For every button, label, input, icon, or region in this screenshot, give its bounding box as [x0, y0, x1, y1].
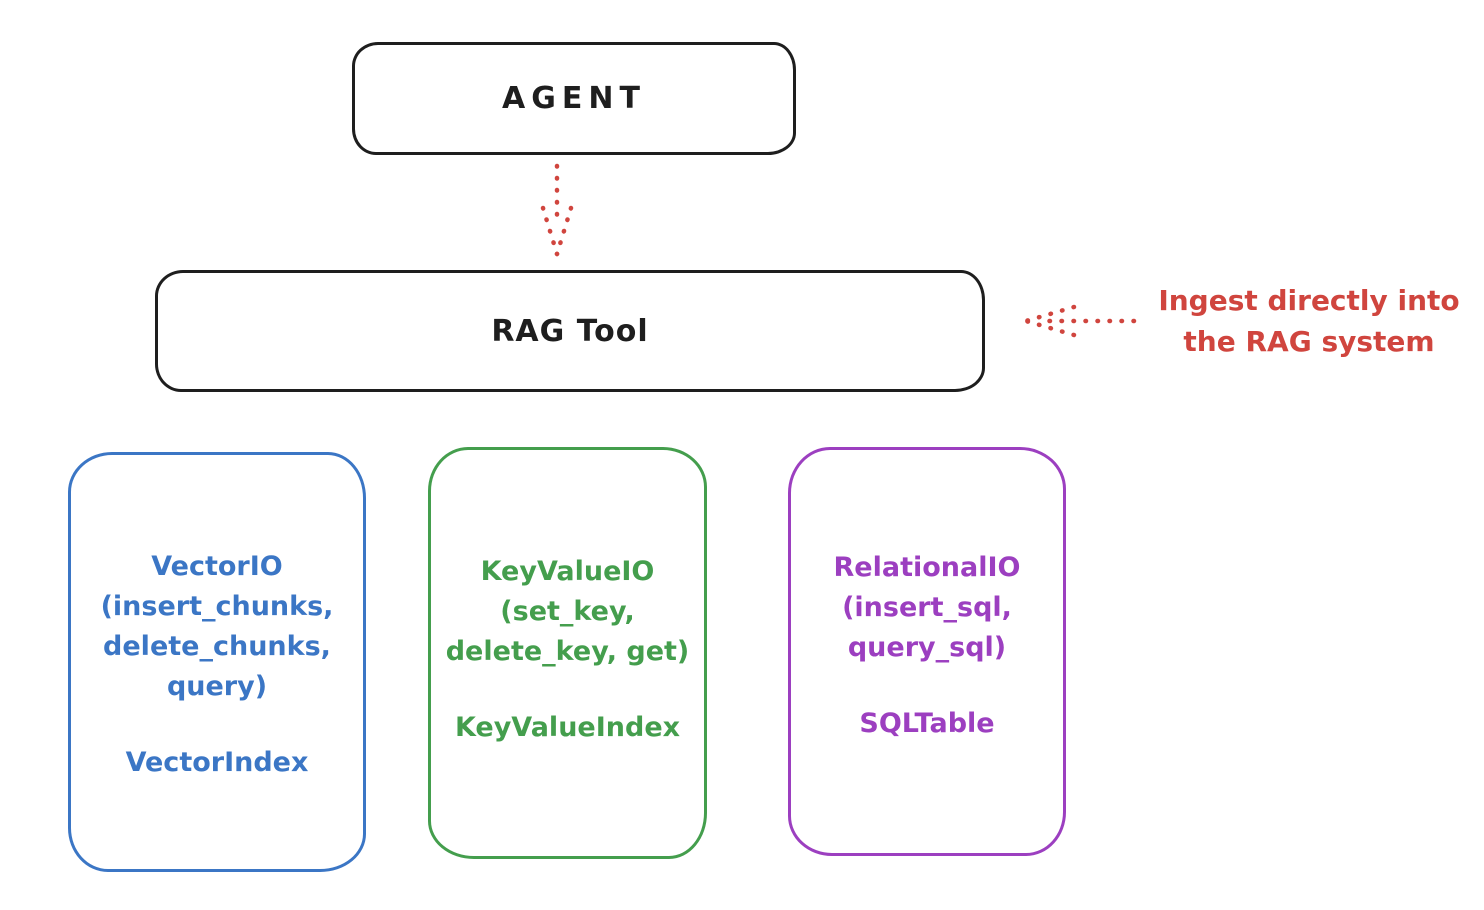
agent-box: AGENT: [352, 42, 796, 155]
annotation-line-1: Ingest directly into: [1158, 284, 1460, 317]
annotation-text: Ingest directly into the RAG system: [1136, 280, 1482, 362]
agent-to-rag-arrow-icon: [540, 163, 574, 257]
rag-tool-box: RAG Tool: [155, 270, 985, 392]
relational-io-box: RelationalIO (insert_sql, query_sql) SQL…: [788, 447, 1066, 856]
keyvalue-io-title: KeyValueIO: [480, 556, 655, 587]
rag-tool-label: RAG Tool: [491, 313, 649, 349]
agent-label: AGENT: [502, 81, 646, 116]
vector-io-box: VectorIO (insert_chunks, delete_chunks, …: [68, 452, 366, 872]
vector-io-title: VectorIO: [151, 551, 283, 582]
vector-io-methods-line: delete_chunks,: [103, 631, 331, 662]
keyvalue-index-label: KeyValueIndex: [454, 712, 681, 743]
relational-io-title: RelationalIO: [833, 552, 1021, 583]
relational-io-methods-line: query_sql): [847, 632, 1007, 663]
vector-io-methods-line: (insert_chunks,: [100, 591, 334, 622]
annotation-to-rag-arrow-icon: [1023, 304, 1137, 338]
keyvalue-io-methods-line: delete_key, get): [445, 636, 690, 667]
relational-io-methods-line: (insert_sql,: [842, 592, 1012, 623]
keyvalue-io-box: KeyValueIO (set_key, delete_key, get) Ke…: [428, 447, 707, 859]
annotation-line-2: the RAG system: [1183, 325, 1435, 358]
vector-index-label: VectorIndex: [125, 747, 309, 778]
keyvalue-io-methods-line: (set_key,: [500, 596, 635, 627]
vector-io-methods-line: query): [166, 671, 268, 702]
sql-table-label: SQLTable: [859, 708, 995, 739]
